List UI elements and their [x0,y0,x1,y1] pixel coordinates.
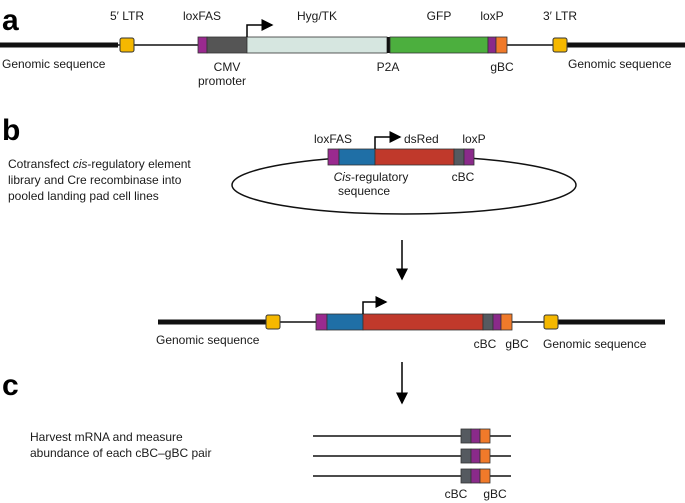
plasmid-loxp-box [463,148,475,166]
genomic-label-a-right: Genomic sequence [568,57,672,71]
ltr3-box [552,37,568,53]
mrna-read [313,428,511,444]
mrna-cbc-label: cBC [445,487,468,501]
mrna-gbc-label: gBC [483,487,507,501]
ltr5-label: 5′ LTR [110,9,144,23]
panel-c-description-line2: abundance of each cBC–gBC pair [30,446,211,460]
int-genomic-label-left: Genomic sequence [156,333,260,347]
promoter-label: promoter [198,74,246,88]
plasmid-cis-box [338,148,376,166]
gbc-box [495,36,508,54]
loxfas-box [197,36,208,54]
ltr5-box [119,37,135,53]
int-ltr5-box [265,314,281,330]
gfp-label: GFP [427,9,452,23]
panel-b-description-line1: Cotransfect cis-regulatory element [8,157,191,171]
hygtk-box [246,36,388,54]
int-ltr3-box [543,314,559,330]
plasmid-loxp-label: loxP [462,132,485,146]
int-loxfas-box [315,313,328,331]
ltr3-label: 3′ LTR [543,9,577,23]
mrna-read [313,448,511,464]
plasmid-dsred-box [374,148,455,166]
panel-label-a: a [2,4,19,37]
int-cis-box [326,313,364,331]
cmv-label: CMV [214,60,241,74]
int-cbc-label: cBC [474,337,497,351]
plasmid [231,131,577,215]
plasmid-cbc-box [453,148,465,166]
promoter-arrow [246,19,274,37]
mrna-read [313,468,511,484]
genomic-label-a-left: Genomic sequence [2,57,106,71]
int-dsred-box [362,313,484,331]
plasmid-cbc-label: cBC [452,170,475,184]
integrated-construct [158,296,665,331]
int-promoter-arrow [362,296,388,314]
plasmid-cis-label: Cis-regulatory [334,170,409,184]
int-genomic-label-right: Genomic sequence [543,337,647,351]
panel-label-c: c [2,369,19,402]
int-gbc-box [500,313,513,331]
cmv-box [206,36,248,54]
p2a-box [387,37,390,53]
panel-label-b: b [2,114,20,147]
gfp-box [389,36,489,54]
int-cbc-box [482,313,494,331]
panel-b-description-line3: pooled landing pad cell lines [8,189,159,203]
plasmid-dsred-label: dsRed [404,132,439,146]
hygtk-label: Hyg/TK [297,9,337,23]
plasmid-loxfas-box [327,148,340,166]
gbc-label-a: gBC [490,60,514,74]
int-gbc-label: gBC [505,337,529,351]
panel-b-description-line2: library and Cre recombinase into [8,173,182,187]
plasmid-loxfas-label: loxFAS [314,132,352,146]
panel-a-construct [0,19,685,54]
loxp-box [487,36,497,54]
p2a-label: P2A [377,60,400,74]
mrna-reads [313,428,511,484]
loxp-label-a: loxP [480,9,503,23]
panel-c-description-line1: Harvest mRNA and measure [30,430,183,444]
loxfas-label-a: loxFAS [183,9,221,23]
plasmid-promoter-arrow [374,131,402,149]
plasmid-sequence-label: sequence [338,184,390,198]
int-loxp-box [492,313,502,331]
